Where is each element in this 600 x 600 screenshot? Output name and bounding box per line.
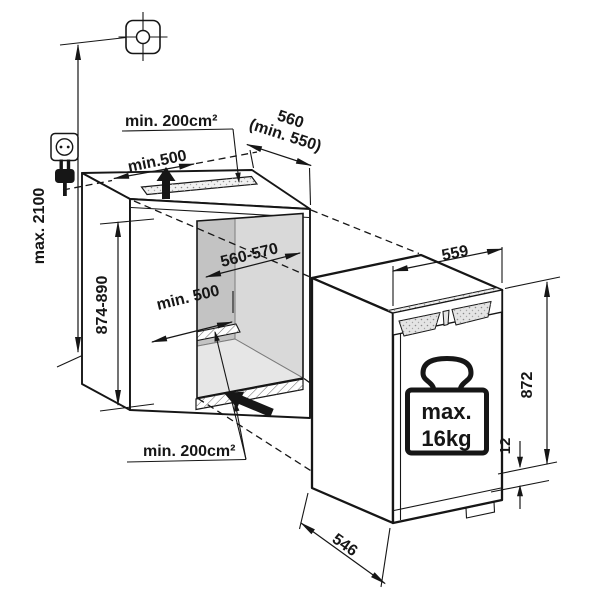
appliance-width-dimension: 559 xyxy=(391,243,504,306)
weight-value-label: 16kg xyxy=(421,426,471,451)
weight-max-label: max. xyxy=(421,399,471,424)
niche-top-vent-slot xyxy=(140,175,259,196)
top-vent-callout: min. 200cm² xyxy=(121,113,241,184)
niche-height-label: 874-890 xyxy=(94,276,111,335)
power-plug-icon xyxy=(55,159,75,196)
base-gap-dimension: 12 xyxy=(497,438,523,509)
appliance-height-label: 872 xyxy=(519,372,536,399)
power-socket-icon xyxy=(50,132,79,162)
appliance-depth-label: 546 xyxy=(329,531,361,560)
appliance-width-label: 559 xyxy=(440,243,470,265)
appliance-height-dimension: 872 xyxy=(490,276,561,493)
airflow-arrow-bottom xyxy=(224,391,274,418)
appliance: max. 16kg xyxy=(310,253,504,525)
weight-icon: max. 16kg xyxy=(405,356,489,456)
bottom-vent-callout: min. 200cm² xyxy=(126,330,247,463)
niche-bottom-vent-slot xyxy=(195,378,304,411)
appliance-vent-grille xyxy=(385,287,504,337)
base-gap-label: 12 xyxy=(497,438,514,455)
appliance-foot xyxy=(465,501,496,519)
top-vent-label: min. 200cm² xyxy=(125,113,217,130)
appliance-left-face xyxy=(310,276,395,525)
ceiling-fixing-marker xyxy=(59,12,168,61)
bottom-vent-label: min. 200cm² xyxy=(143,443,235,460)
niche-height-dimension: 874-890 xyxy=(94,218,155,412)
max-socket-height-label: max. 2100 xyxy=(31,188,48,265)
